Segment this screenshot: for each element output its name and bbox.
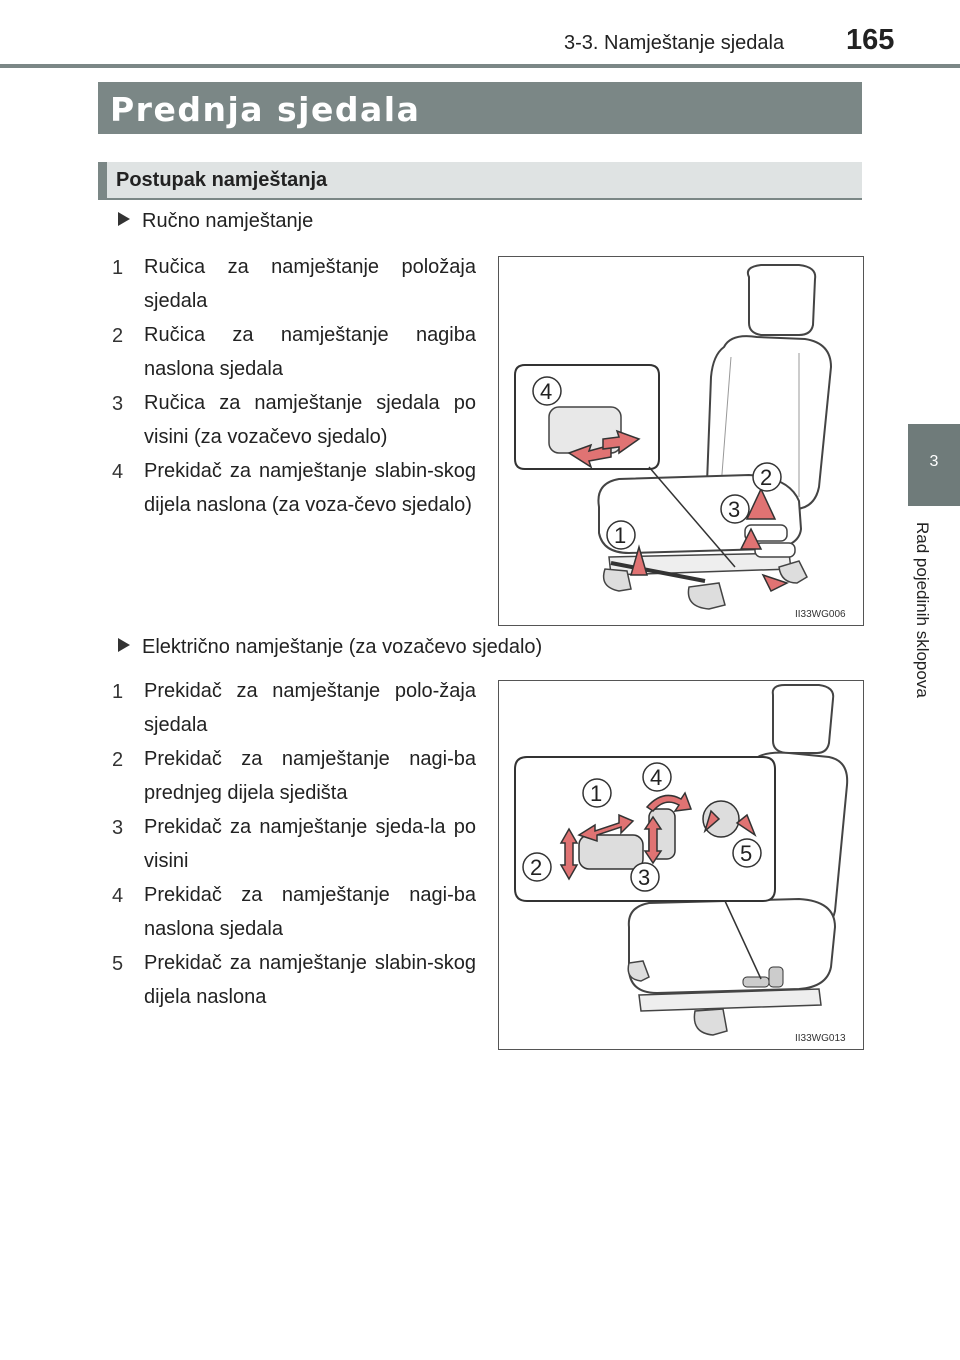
electric-heading: Električno namještanje (za vozačevo sjed…	[118, 636, 542, 659]
electric-item: 1 Prekidač za namještanje polo-žaja sjed…	[112, 674, 476, 744]
page-title: Prednja sjedala	[110, 90, 421, 129]
item-number: 3	[112, 817, 124, 839]
figure-code: II33WG006	[795, 609, 846, 620]
subtitle-accent	[98, 162, 107, 200]
electric-item: 2 Prekidač za namještanje nagi-ba prednj…	[112, 742, 476, 812]
figure-callout: 4	[650, 765, 662, 790]
figure-callout: 1	[590, 781, 602, 806]
figure-code: II33WG013	[795, 1033, 846, 1044]
figure-callout: 5	[740, 841, 752, 866]
figure-callout: 2	[760, 465, 772, 490]
item-text: Prekidač za namještanje slabin-skog dije…	[144, 952, 476, 1008]
electric-item: 5 Prekidač za namještanje slabin-skog di…	[112, 946, 476, 1016]
chapter-tab: 3	[908, 424, 960, 506]
item-text: Ručica za namještanje položaja sjedala	[144, 256, 476, 312]
item-text: Prekidač za namještanje nagi-ba naslona …	[144, 884, 476, 940]
item-text: Prekidač za namještanje polo-žaja sjedal…	[144, 680, 476, 736]
manual-item: 2 Ručica za namještanje nagiba naslona s…	[112, 318, 476, 388]
manual-seat-illustration: 4 1 2 3	[514, 264, 833, 610]
chapter-tab-label: Rad pojedinih sklopova	[913, 522, 932, 698]
item-number: 2	[112, 325, 124, 347]
figure-callout: 2	[530, 855, 542, 880]
page-number: 165	[846, 24, 895, 56]
item-number: 2	[112, 749, 124, 771]
triangle-bullet-icon	[118, 212, 130, 226]
electric-seat-figure: 1 2 3 4 5 II33WG013	[498, 680, 864, 1050]
manual-heading: Ručno namještanje	[118, 210, 313, 233]
item-text: Prekidač za namještanje slabin-skog dije…	[144, 460, 476, 516]
manual-seat-figure: 4 1 2 3 II33WG006	[498, 256, 864, 626]
page-title-bar: Prednja sjedala	[98, 82, 862, 134]
item-text: Ručica za namještanje sjedala po visini …	[144, 392, 476, 448]
item-number: 5	[112, 953, 124, 975]
subtitle-bar: Postupak namještanja	[98, 162, 862, 200]
item-text: Prekidač za namještanje sjeda-la po visi…	[144, 816, 476, 872]
header-section-label: 3-3. Namještanje sjedala	[564, 32, 785, 54]
figure-callout: 4	[540, 379, 552, 404]
electric-item: 4 Prekidač za namještanje nagi-ba naslon…	[112, 878, 476, 948]
electric-seat-illustration: 1 2 3 4 5	[514, 684, 849, 1036]
item-number: 1	[112, 257, 124, 279]
item-text: Ručica za namještanje nagiba naslona sje…	[144, 324, 476, 380]
item-text: Prekidač za namještanje nagi-ba prednjeg…	[144, 748, 476, 804]
item-number: 4	[112, 461, 124, 483]
figure-callout: 1	[614, 523, 626, 548]
header-rule	[0, 64, 960, 68]
subtitle: Postupak namještanja	[116, 169, 328, 191]
electric-heading-text: Električno namještanje (za vozačevo sjed…	[142, 636, 543, 658]
electric-item: 3 Prekidač za namještanje sjeda-la po vi…	[112, 810, 476, 880]
figure-callout: 3	[638, 865, 650, 890]
figure-callout: 3	[728, 497, 740, 522]
item-number: 4	[112, 885, 124, 907]
manual-heading-text: Ručno namještanje	[142, 210, 314, 232]
item-number: 1	[112, 681, 124, 703]
manual-item: 4 Prekidač za namještanje slabin-skog di…	[112, 454, 476, 558]
item-number: 3	[112, 393, 124, 415]
triangle-bullet-icon	[118, 638, 130, 652]
manual-item: 1 Ručica za namještanje položaja sjedala	[112, 250, 476, 320]
manual-item: 3 Ručica za namještanje sjedala po visin…	[112, 386, 476, 456]
